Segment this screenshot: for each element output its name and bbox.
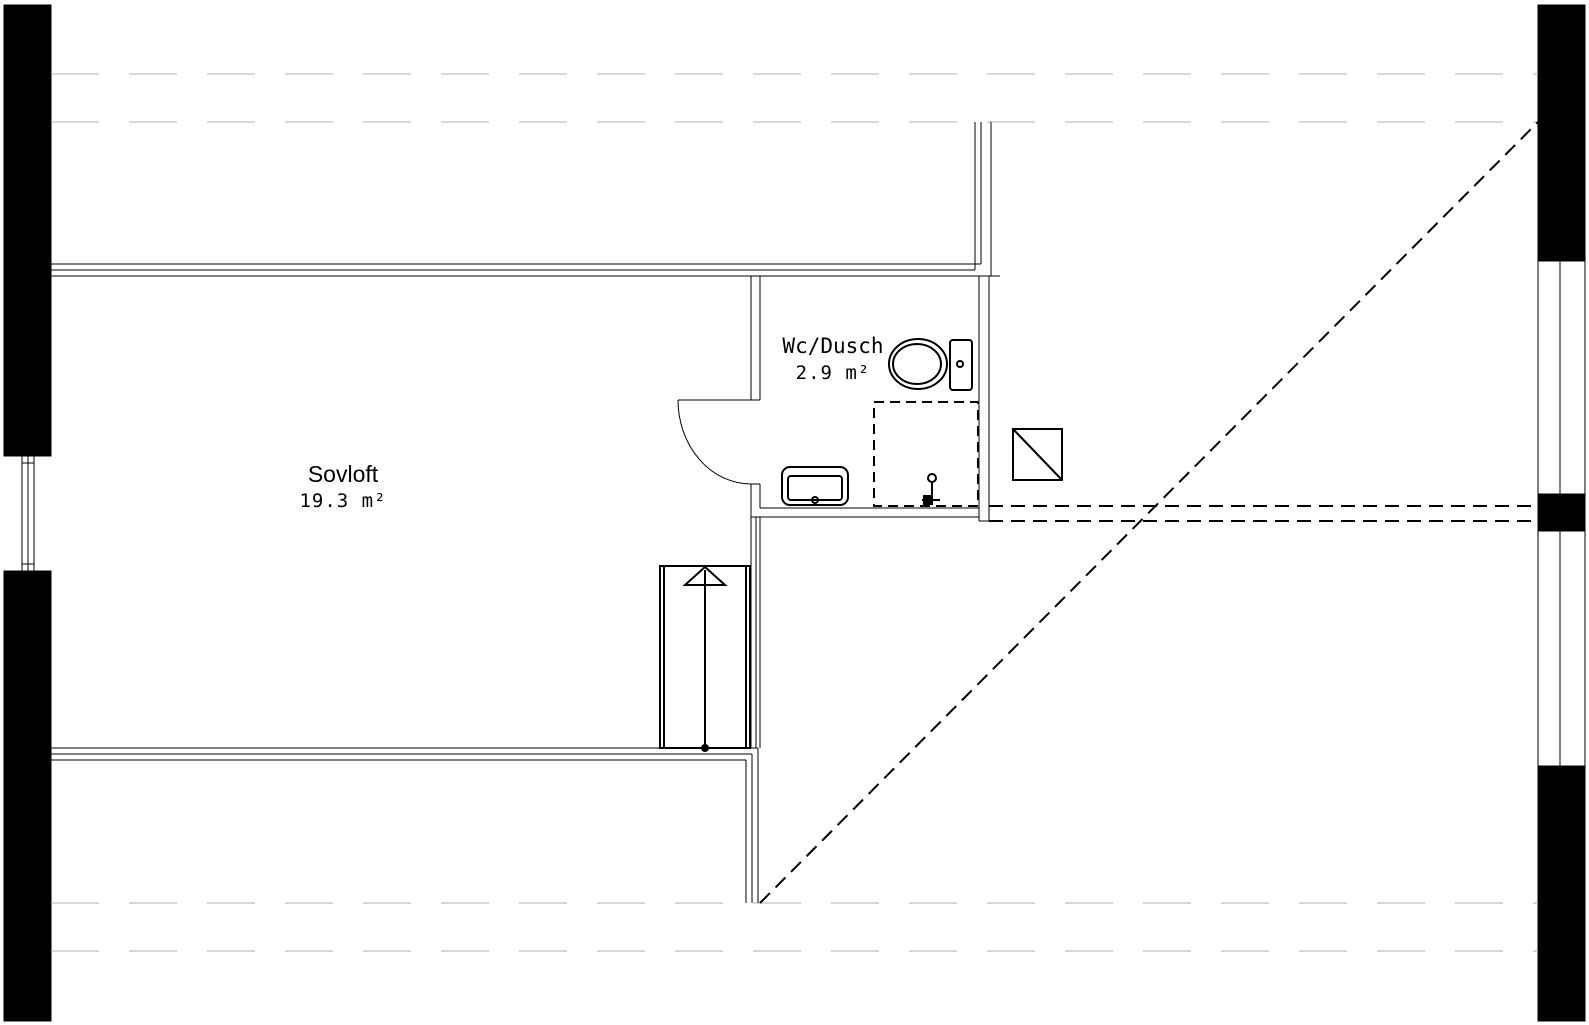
bathroom-door [677,399,752,485]
right-windows [1537,260,1586,767]
room-name: Wc/Dusch [782,334,884,358]
knee-wall-top [51,122,1000,277]
left-window [21,455,35,572]
sink-icon [781,466,849,506]
stair [659,565,751,752]
shower-mixer-icon [922,473,940,505]
room-name: Sovloft [307,461,379,487]
right-gable-wall [1537,4,1586,1022]
toilet-icon [888,338,973,391]
stair-side-wall [750,517,761,748]
room-label-sovloft: Sovloft 19.3 m² [299,460,386,514]
knee-wall-bottom [51,747,759,903]
left-gable-wall [3,4,52,1022]
bathroom-walls [750,276,990,522]
shower-area [873,401,979,507]
skylight-icon [1012,428,1063,481]
roof-dashed-lines [759,121,1539,904]
roof-guide-lines [51,73,1538,952]
room-area: 2.9 m² [795,362,871,384]
room-label-wc: Wc/Dusch 2.9 m² [782,332,883,386]
room-area: 19.3 m² [299,490,387,512]
